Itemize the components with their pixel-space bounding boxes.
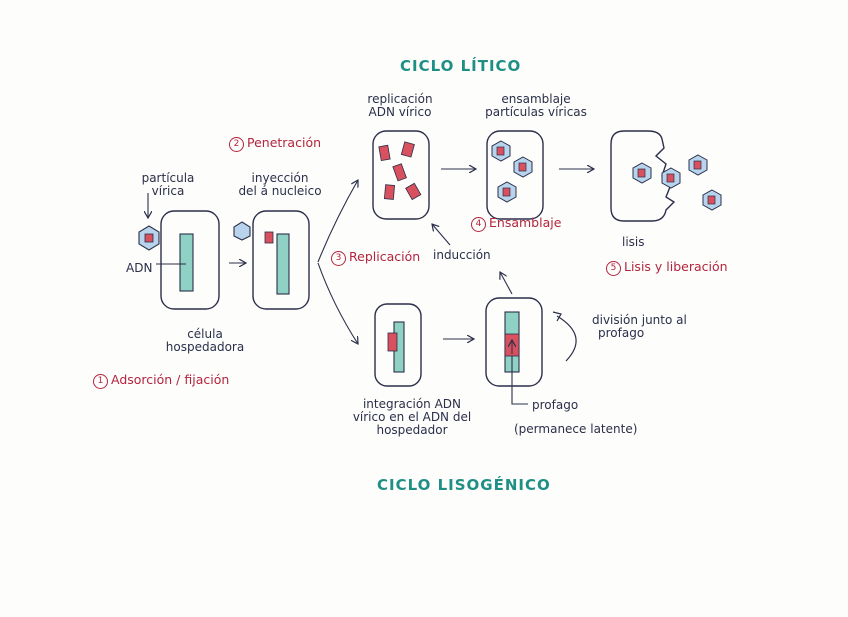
host-cell [160,210,220,310]
dna-label: ADN [126,261,153,275]
assembled-virions [491,140,533,203]
step-number: 1 [93,374,108,389]
released-virions [632,154,722,211]
division-loop [556,315,577,362]
arrow-to-lytic [317,180,358,263]
viral-dna [264,231,274,244]
lysis-label: lisis [622,235,645,249]
induction-label: inducción [433,248,491,262]
replicated-dna-fragments [378,141,422,201]
step-number: 5 [606,261,621,276]
step-number: 2 [229,137,244,152]
integrating-viral-dna [387,332,398,352]
lytic-cycle-title: CICLO LÍTICO [400,57,522,75]
empty-capsid-icon [233,221,251,241]
lysogenic-cycle-title: CICLO LISOGÉNICO [377,476,551,494]
infected-cell [252,210,310,310]
prophage-label: profago [532,398,579,412]
lysed-cell [610,130,676,222]
prophage-latent-label: (permanece latente) [514,422,638,436]
host-dna [179,233,194,292]
arrow-to-lysogenic [317,262,358,344]
division-loop-arrowhead [552,311,562,322]
replication-cell [372,130,430,220]
arrow-induction-to-lytic [432,224,451,246]
viral-particle-icon [138,225,160,251]
step-number: 4 [471,217,486,232]
arrow-induction-up [500,272,513,295]
integration-cell [374,303,422,387]
prophage-cell [485,297,543,387]
assembly-cell [486,130,544,220]
step-number: 3 [331,251,346,266]
host-dna [276,233,290,295]
prophage-pointer-line [511,356,528,405]
